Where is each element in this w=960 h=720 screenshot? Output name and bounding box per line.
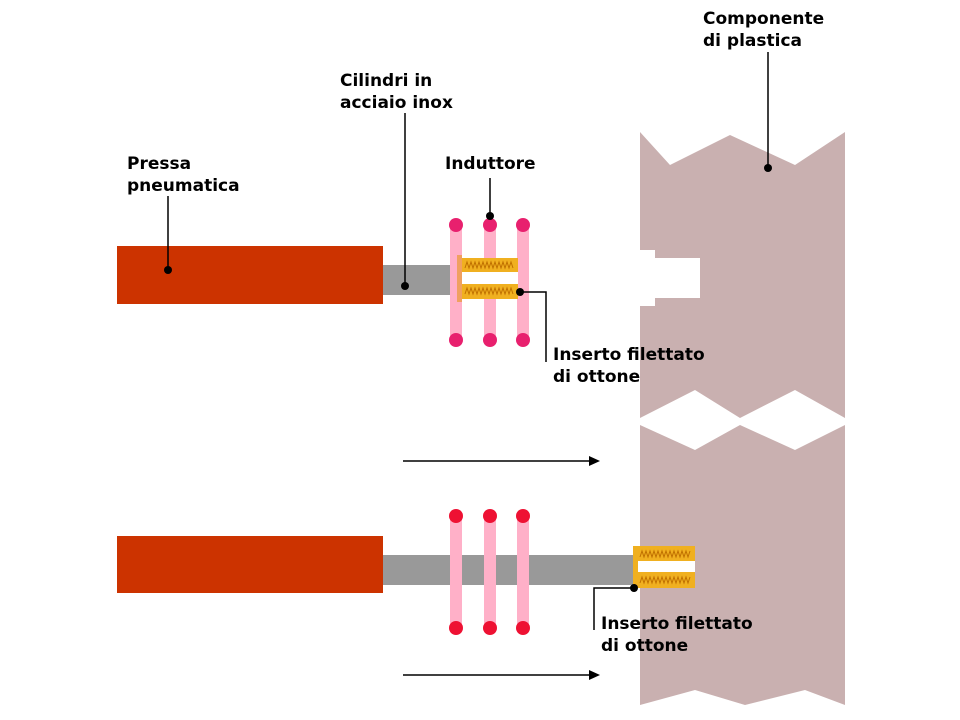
spring-thread-icon xyxy=(639,549,691,559)
arrow-right-icon xyxy=(403,456,600,466)
inductor-coils-bottom xyxy=(449,509,530,635)
label-pneumatic-press: Pressa pneumatica xyxy=(127,154,240,196)
steel-rod-top xyxy=(383,265,458,295)
spring-thread-icon xyxy=(464,286,514,296)
leader-lines xyxy=(167,52,769,630)
plastic-component-bottom xyxy=(640,425,845,705)
label-steel-cylinders: Cilindri in acciaio inox xyxy=(340,71,453,113)
arrow-right-icon xyxy=(403,670,600,680)
leader-dots xyxy=(164,164,772,592)
steel-rod-bottom xyxy=(383,555,633,585)
label-brass-insert-top: Inserto filettato di ottone xyxy=(553,345,711,387)
label-brass-insert-bottom: Inserto filettato di ottone xyxy=(601,614,759,656)
spring-thread-icon xyxy=(639,575,691,585)
brass-insert-bottom xyxy=(633,546,695,588)
pneumatic-press-bottom xyxy=(117,536,383,593)
pneumatic-press-top xyxy=(117,246,383,304)
label-plastic-component: Componente di plastica xyxy=(703,9,830,51)
label-inductor: Induttore xyxy=(445,154,536,174)
plastic-component-top xyxy=(640,132,845,418)
spring-thread-icon xyxy=(464,260,514,270)
plastic-hole xyxy=(640,250,700,306)
brass-insert-top xyxy=(457,255,518,302)
